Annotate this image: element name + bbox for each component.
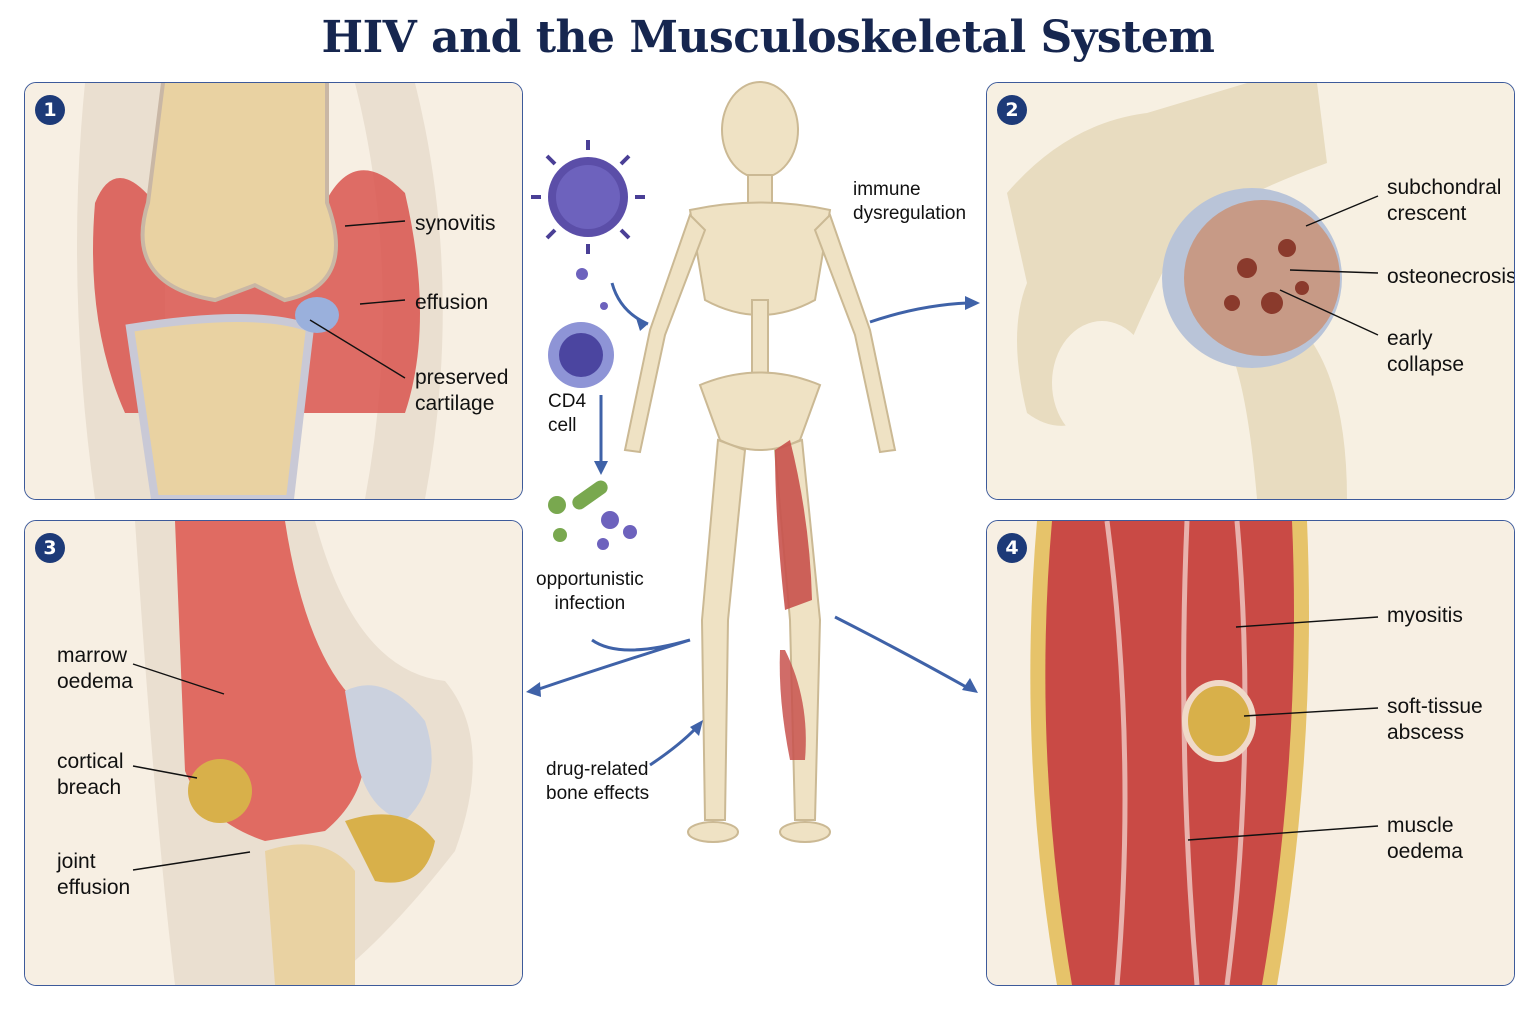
panel-number-badge: 2 xyxy=(997,95,1027,125)
hiv-virus-icon xyxy=(531,140,645,310)
panel-knee-synovitis: 1 synovitis effusion preserved cartilage xyxy=(24,82,523,500)
thigh-muscle-highlight xyxy=(775,440,812,610)
label-muscle-oedema: muscle oedema xyxy=(1387,814,1463,863)
label-preserved-cartilage: preserved cartilage xyxy=(415,366,509,415)
calf-muscle-highlight xyxy=(779,650,806,760)
label-effusion: effusion xyxy=(415,291,489,314)
bacteria-icon xyxy=(548,480,637,550)
arrow-heads xyxy=(526,296,980,736)
label-early-collapse: early collapse xyxy=(1387,327,1465,376)
label-marrow-oedema: marrow oedema xyxy=(57,644,133,693)
label-osteonecrosis: osteonecrosis xyxy=(1387,265,1515,288)
label-drug-related-bone-effects: drug-related bone effects xyxy=(546,759,650,804)
panel-number-badge: 3 xyxy=(35,533,65,563)
label-immune-dysregulation: immune dysregulation xyxy=(853,179,967,224)
label-cortical-breach: cortical breach xyxy=(57,750,124,799)
panel-knee-osteomyelitis: 3 marrow oedema cortical breach joint ef… xyxy=(24,520,523,986)
panel-number-badge: 1 xyxy=(35,95,65,125)
label-subchondral-crescent: subchondral crescent xyxy=(1387,176,1502,225)
cd4-cell-icon xyxy=(548,322,614,388)
panel-myositis: 4 myositis soft-tissue abscess muscle oe… xyxy=(986,520,1515,986)
label-synovitis: synovitis xyxy=(415,212,496,235)
flow-arrows xyxy=(535,282,969,767)
panel-hip-osteonecrosis: 2 subchondral crescent osteonecrosis ear… xyxy=(986,82,1515,500)
panel-number-badge: 4 xyxy=(997,533,1027,563)
knee-synovitis-illustration xyxy=(25,83,522,499)
label-opportunistic-infection: opportunistic infection xyxy=(536,569,644,614)
page-title: HIV and the Musculoskeletal System xyxy=(321,12,1215,63)
myositis-illustration xyxy=(987,521,1514,985)
hip-osteonecrosis-illustration xyxy=(987,83,1514,499)
label-cd4-cell: CD4 cell xyxy=(548,391,587,436)
label-joint-effusion: joint effusion xyxy=(57,850,131,899)
label-myositis: myositis xyxy=(1387,604,1463,627)
label-soft-tissue-abscess: soft-tissue abscess xyxy=(1387,695,1483,744)
